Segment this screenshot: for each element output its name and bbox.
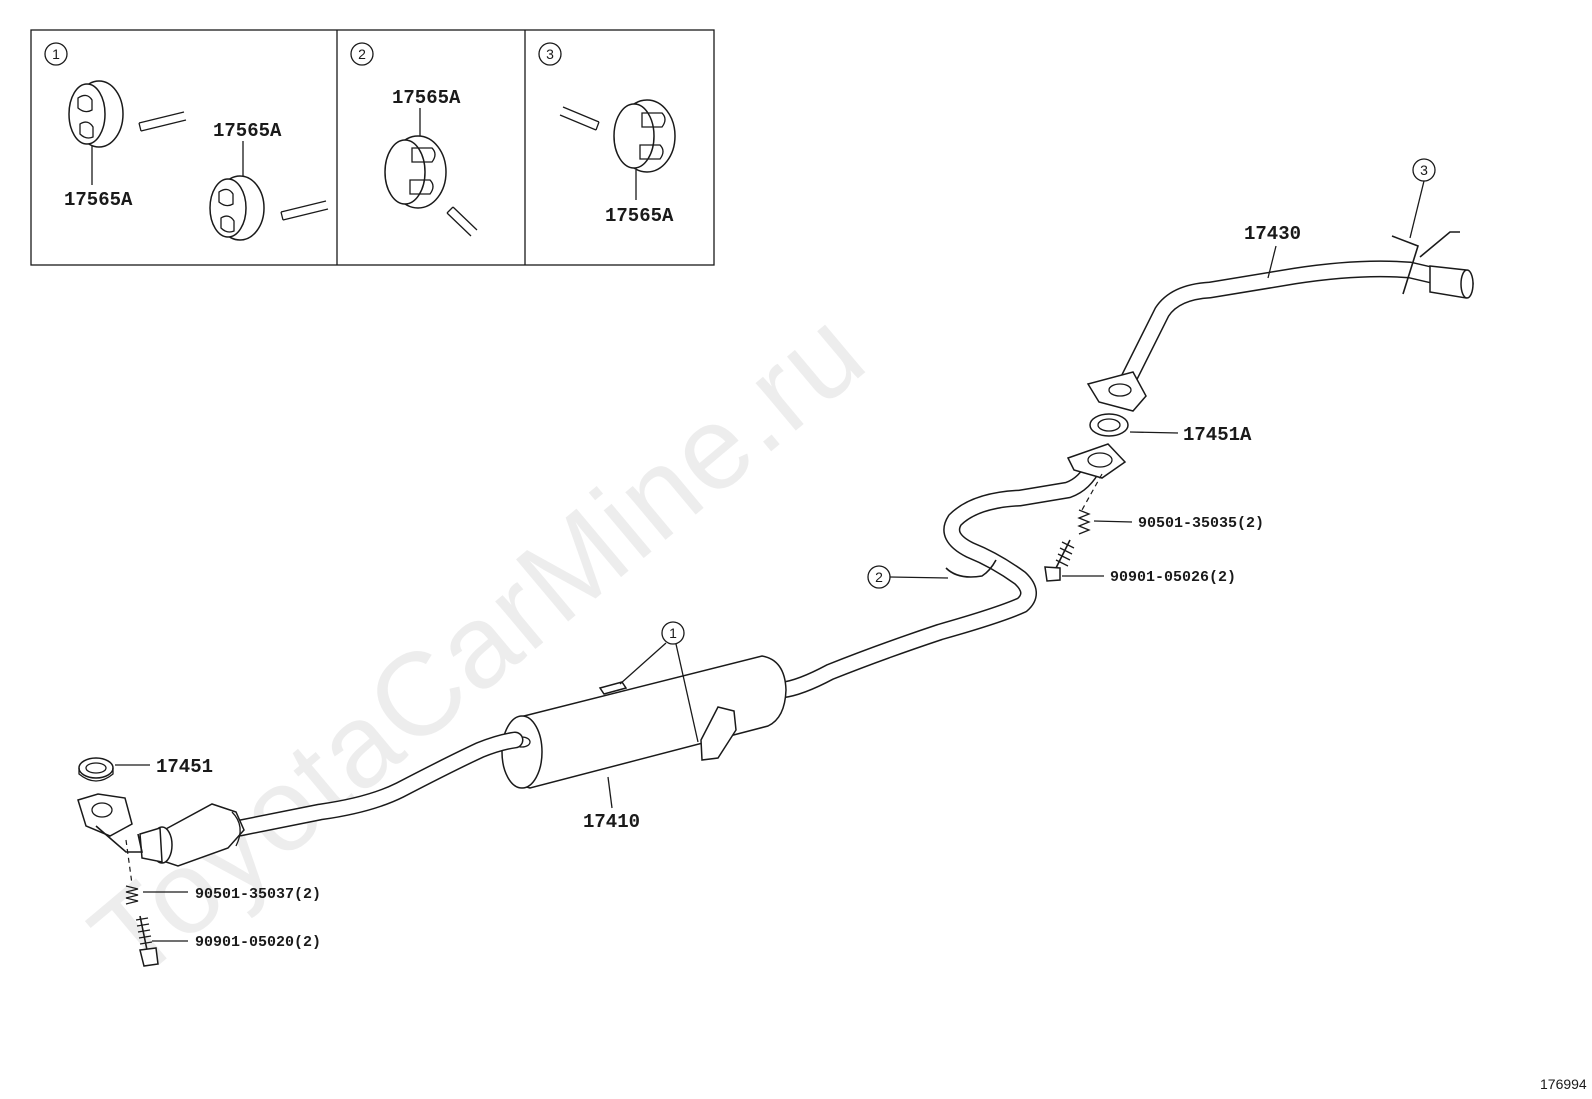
part-90501-35037-label: 90501-35037(2) bbox=[195, 886, 321, 903]
center-pipe-flange bbox=[1066, 443, 1127, 479]
bolt-head-icon bbox=[1044, 566, 1061, 582]
inset-border bbox=[30, 29, 715, 266]
rubber-hanger-icon bbox=[68, 80, 124, 148]
part-90901-05020-label: 90901-05020(2) bbox=[195, 934, 321, 951]
bolt-shank-icon bbox=[139, 915, 148, 951]
panel-1-number: 1 bbox=[52, 46, 60, 62]
diagram-id: 176994 bbox=[1540, 1076, 1587, 1092]
panel-3-number-circle bbox=[538, 42, 562, 66]
part-17451A-label: 17451A bbox=[1183, 424, 1252, 446]
catalytic-converter bbox=[139, 803, 245, 867]
leader-line bbox=[675, 643, 699, 743]
panel-2-number-circle bbox=[350, 42, 374, 66]
leader-line bbox=[1129, 431, 1179, 434]
muffler-hanger-tab bbox=[598, 681, 628, 695]
hanger-rod-icon bbox=[446, 206, 478, 237]
tail-pipe-flange bbox=[1086, 371, 1147, 412]
part-90501-35035-label: 90501-35035(2) bbox=[1138, 515, 1264, 532]
callout-2-number: 2 bbox=[875, 569, 883, 585]
leader-line bbox=[889, 576, 949, 579]
panel-3-label: 17565A bbox=[605, 205, 674, 227]
front-pipe bbox=[231, 731, 524, 837]
leader-line bbox=[1409, 180, 1425, 239]
watermark-text: ToyotaCarMine.ru bbox=[67, 285, 890, 1005]
panel-1-number-circle bbox=[44, 42, 68, 66]
gasket-rear bbox=[1089, 413, 1129, 437]
compression-spring-icon bbox=[125, 885, 139, 905]
hanger-rod-icon bbox=[280, 200, 329, 221]
part-17430-label: 17430 bbox=[1244, 223, 1301, 245]
hanger-inset-box: 1 17565A 17565A bbox=[30, 29, 715, 266]
panel-1-label-b: 17565A bbox=[213, 120, 282, 142]
inset-panel-1: 1 17565A 17565A bbox=[44, 42, 329, 241]
tail-hanger-bracket bbox=[1391, 231, 1460, 295]
tail-pipe bbox=[1086, 231, 1474, 412]
gasket-front bbox=[78, 757, 114, 782]
panel-2-label: 17565A bbox=[392, 87, 461, 109]
rubber-hanger-icon bbox=[613, 99, 676, 173]
leader-line bbox=[1267, 245, 1277, 279]
assembly-dash-line bbox=[125, 839, 133, 885]
hanger-rod-icon bbox=[138, 111, 187, 132]
part-17451-label: 17451 bbox=[156, 756, 213, 778]
assembly-dash-line bbox=[1081, 473, 1103, 511]
callout-3-number: 3 bbox=[1420, 162, 1428, 178]
inset-panel-3: 3 17565A bbox=[538, 42, 676, 227]
rubber-hanger-icon bbox=[209, 175, 265, 241]
callout-1-number: 1 bbox=[669, 625, 677, 641]
muffler bbox=[501, 655, 787, 789]
muffler-hanger-bracket bbox=[700, 706, 737, 761]
front-flange bbox=[77, 793, 143, 853]
leader-line bbox=[607, 776, 613, 809]
inset-panel-2: 2 17565A bbox=[350, 42, 478, 237]
bolt-head-icon bbox=[139, 947, 159, 967]
compression-spring-icon bbox=[1077, 509, 1091, 535]
center-hanger-bracket bbox=[945, 559, 997, 578]
panel-2-number: 2 bbox=[358, 46, 366, 62]
rubber-hanger-icon bbox=[384, 135, 447, 209]
callout-1-circle bbox=[661, 621, 685, 645]
panel-3-number: 3 bbox=[546, 46, 554, 62]
part-17410-label: 17410 bbox=[583, 811, 640, 833]
panel-1-label-a: 17565A bbox=[64, 189, 133, 211]
part-90901-05026-label: 90901-05026(2) bbox=[1110, 569, 1236, 586]
center-pipe bbox=[773, 443, 1127, 699]
leader-line bbox=[619, 642, 667, 685]
hanger-rod-icon bbox=[559, 106, 600, 131]
leader-line bbox=[1093, 520, 1133, 523]
